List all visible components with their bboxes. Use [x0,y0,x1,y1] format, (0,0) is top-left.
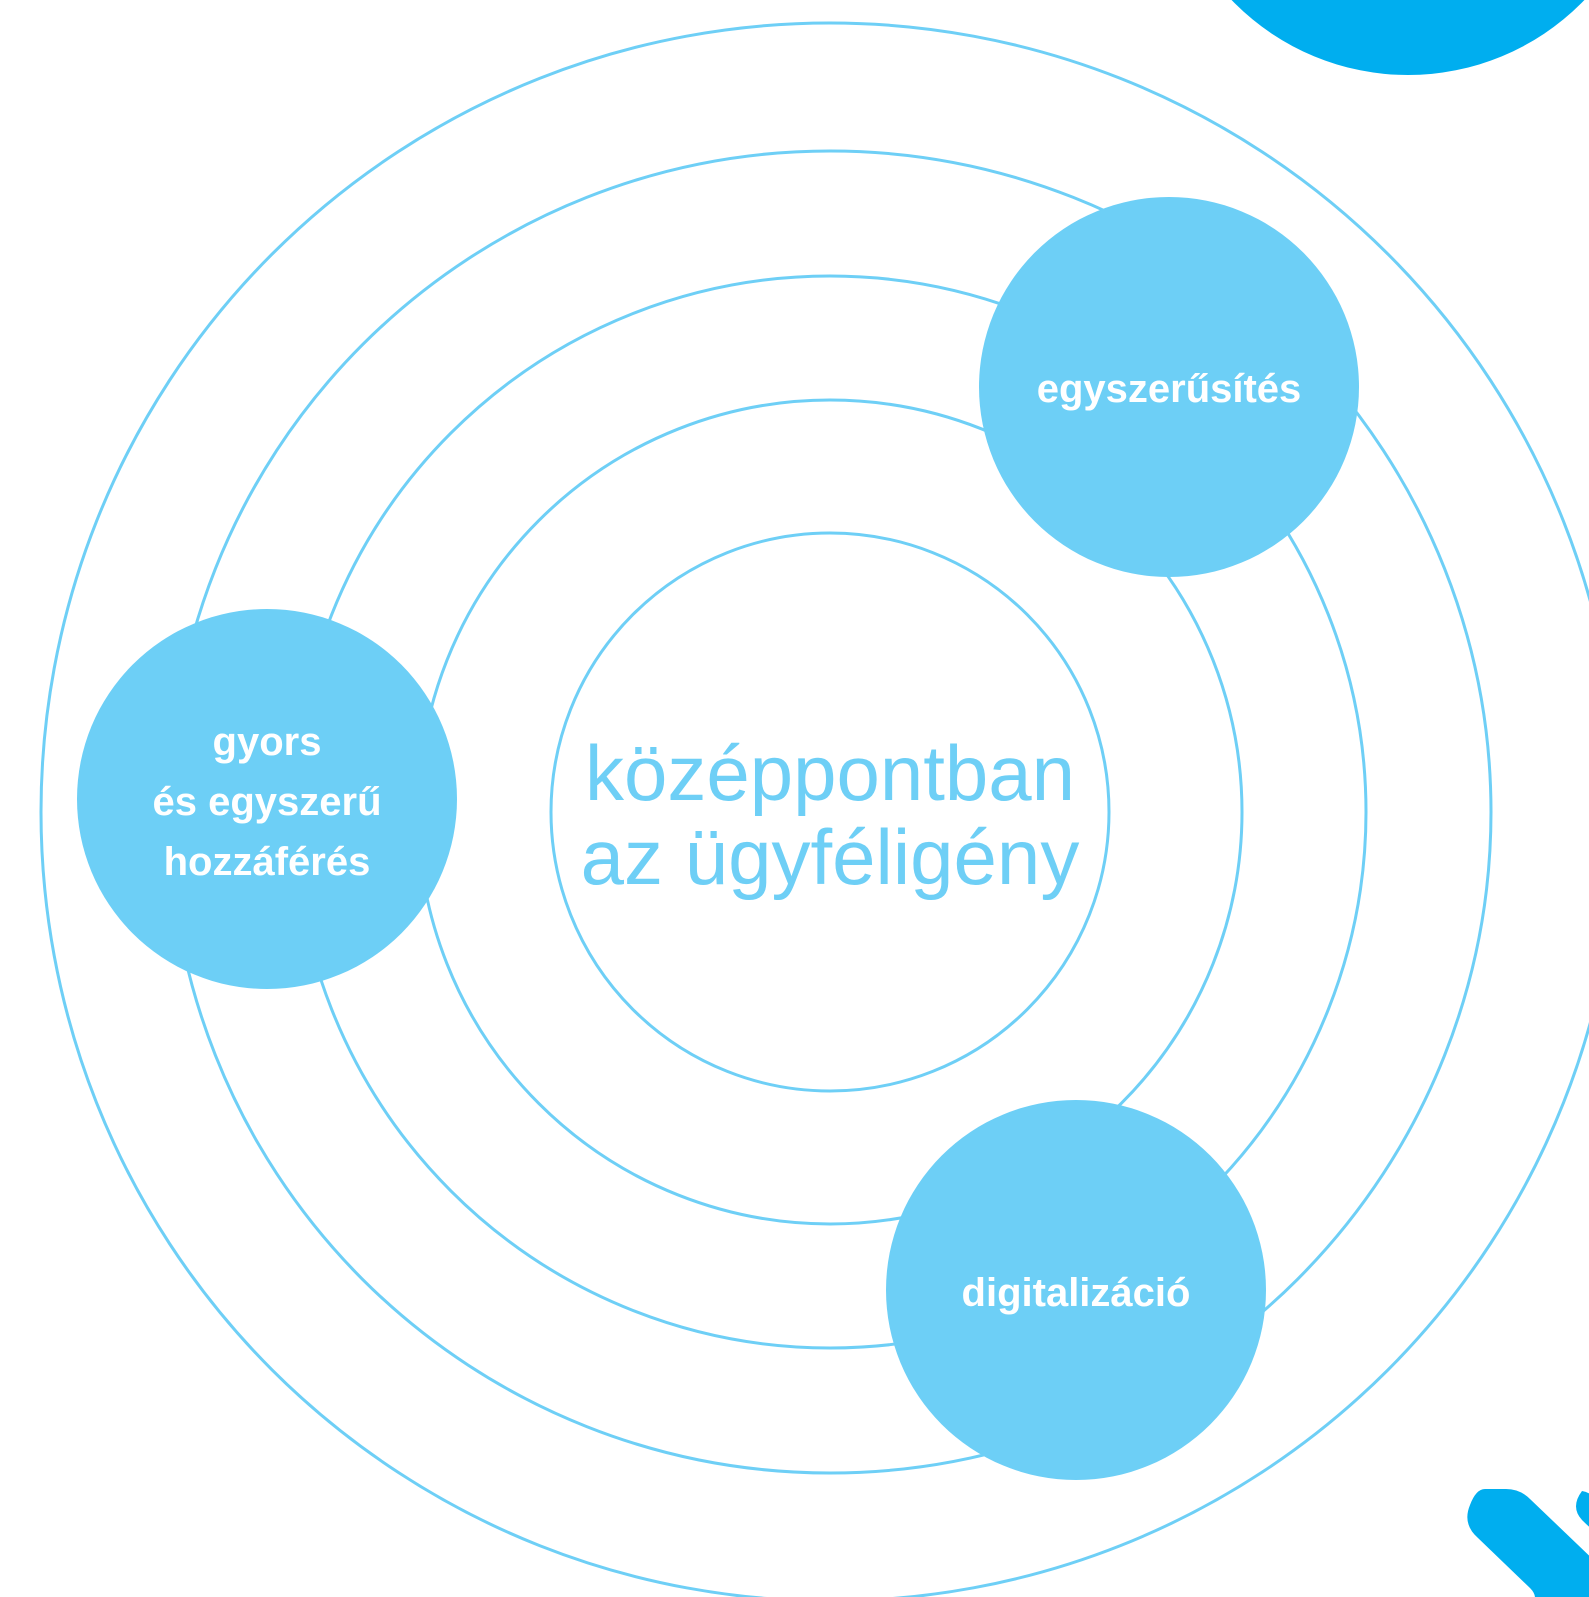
brand-chevron-icon [1467,1489,1589,1597]
bubble-access-line2: és egyszerű [152,780,381,824]
brand-blue-circle [1231,0,1585,75]
ring-inner [549,531,1111,1093]
ring-outer [39,21,1589,1597]
bubble-simplification-label: egyszerűsítés [1037,367,1302,411]
bubble-digitalization [886,1100,1266,1480]
center-title-line1: középpontban [585,729,1075,817]
bubble-access [77,609,457,989]
bubble-access-line1: gyors [213,720,322,764]
center-title-line2: az ügyféligény [581,813,1080,901]
bubble-simplification [979,197,1359,577]
bubble-digitalization-label: digitalizáció [962,1271,1191,1315]
bubble-access-line3: hozzáférés [164,840,371,884]
